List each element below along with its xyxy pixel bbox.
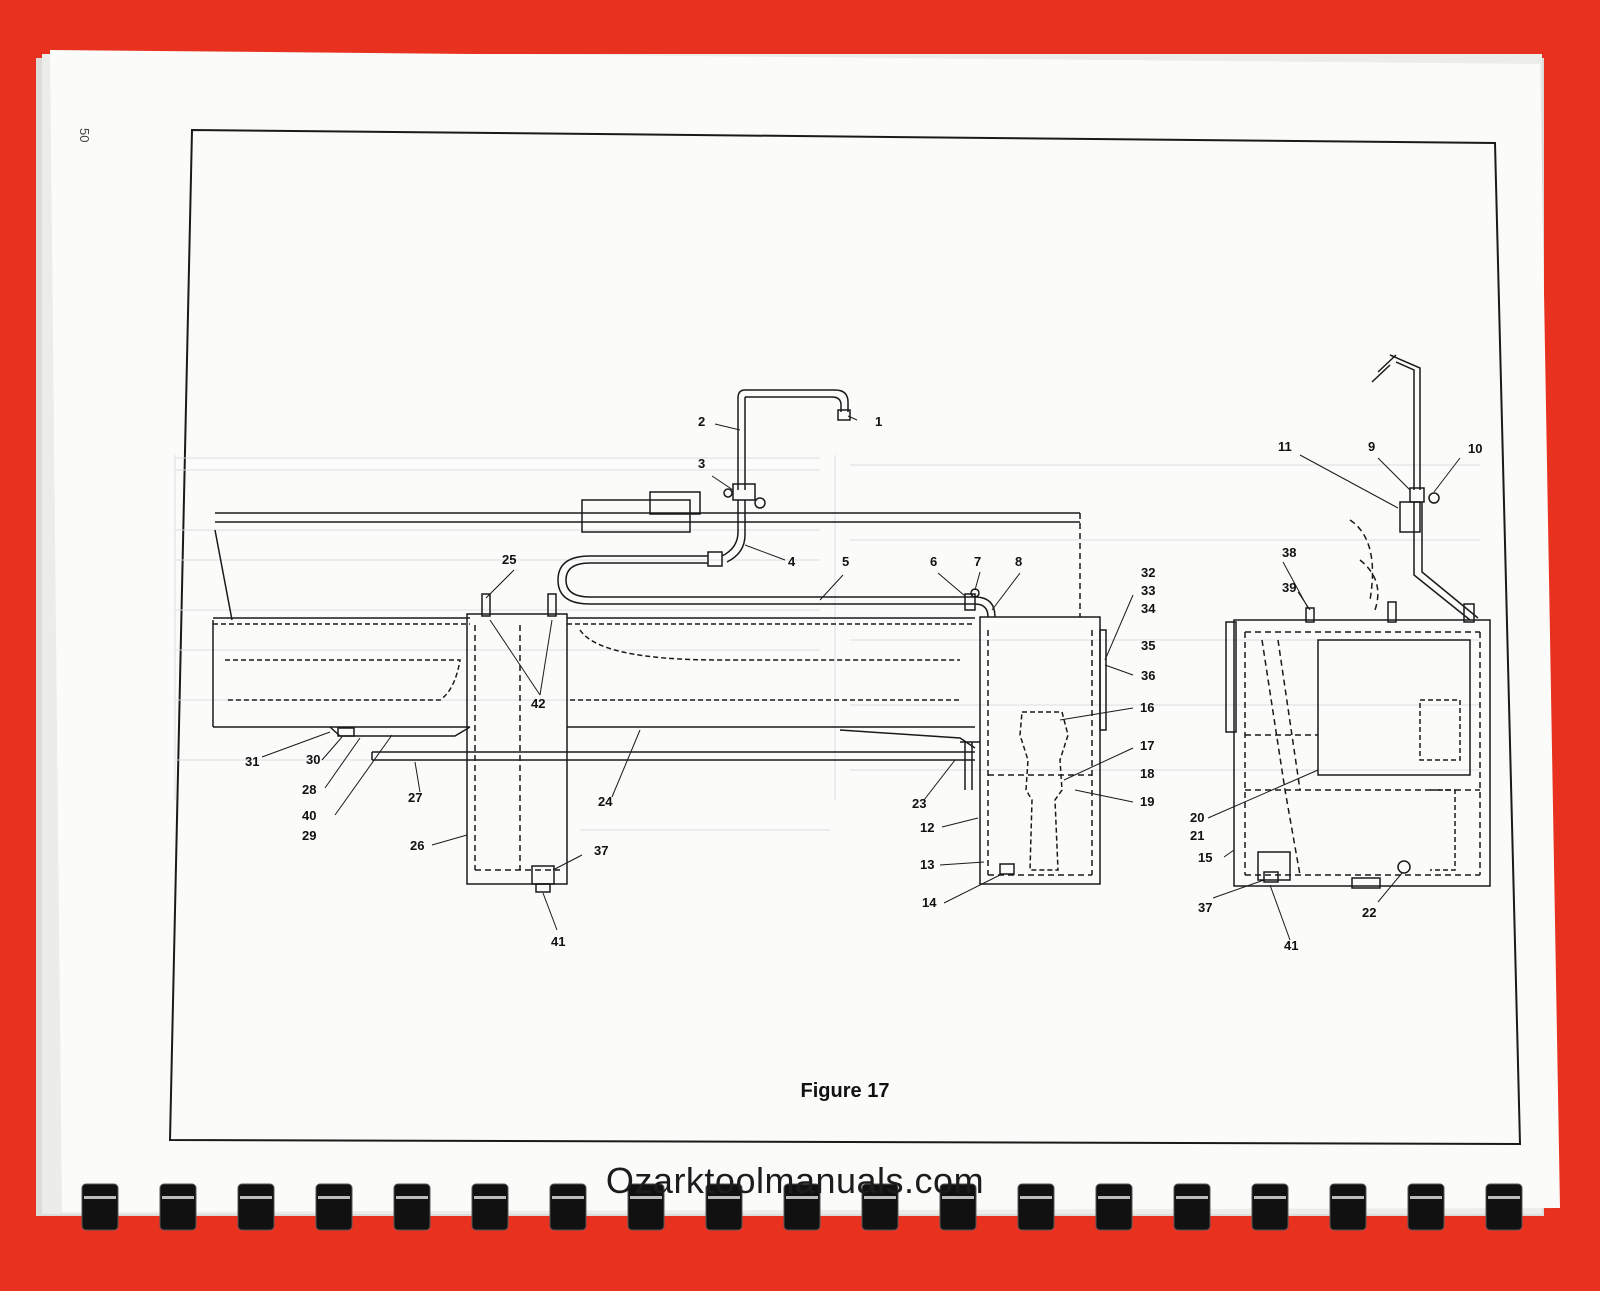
callout-23: 23 bbox=[912, 796, 926, 811]
callout-37: 37 bbox=[594, 843, 608, 858]
callout-17: 17 bbox=[1140, 738, 1154, 753]
callout-1: 1 bbox=[875, 414, 882, 429]
callout-12: 12 bbox=[920, 820, 934, 835]
machine-side-view bbox=[1225, 354, 1491, 889]
bleed-through bbox=[174, 455, 1480, 831]
callout-8: 8 bbox=[1015, 554, 1022, 569]
callout-11: 11 bbox=[1278, 439, 1292, 454]
callout-30: 30 bbox=[306, 752, 320, 767]
callout-33: 33 bbox=[1141, 583, 1155, 598]
callout-13: 13 bbox=[920, 857, 934, 872]
callout-14: 14 bbox=[922, 895, 937, 910]
callout-39: 39 bbox=[1282, 580, 1296, 595]
callout-7: 7 bbox=[974, 554, 981, 569]
callout-4: 4 bbox=[788, 554, 796, 569]
callout-21: 21 bbox=[1190, 828, 1204, 843]
callout-36: 36 bbox=[1141, 668, 1155, 683]
figure-frame bbox=[168, 128, 1522, 1146]
callout-31: 31 bbox=[245, 754, 259, 769]
callout-18: 18 bbox=[1140, 766, 1154, 781]
binding-highlights bbox=[84, 1196, 1520, 1199]
callout-41-side: 41 bbox=[1284, 938, 1298, 953]
callout-32: 32 bbox=[1141, 565, 1155, 580]
callout-6: 6 bbox=[930, 554, 937, 569]
machine-front-view bbox=[212, 389, 1107, 893]
callout-40: 40 bbox=[302, 808, 316, 823]
callout-41: 41 bbox=[551, 934, 565, 949]
callout-3: 3 bbox=[698, 456, 705, 471]
callout-5: 5 bbox=[842, 554, 849, 569]
callout-35: 35 bbox=[1141, 638, 1155, 653]
callout-42: 42 bbox=[531, 696, 545, 711]
callout-22: 22 bbox=[1362, 905, 1376, 920]
callout-37-side: 37 bbox=[1198, 900, 1212, 915]
callout-28: 28 bbox=[302, 782, 316, 797]
callout-34: 34 bbox=[1141, 601, 1156, 616]
callout-20: 20 bbox=[1190, 810, 1204, 825]
watermark-text: Ozarktoolmanuals.com bbox=[605, 1160, 985, 1201]
binding-rings bbox=[81, 1183, 1523, 1231]
callout-29: 29 bbox=[302, 828, 316, 843]
paper-sheet bbox=[50, 50, 1560, 1212]
leader-lines bbox=[261, 415, 1461, 941]
callout-labels: 1 2 3 4 5 6 7 8 9 10 11 12 13 14 15 16 1… bbox=[245, 414, 1482, 953]
callout-15: 15 bbox=[1198, 850, 1212, 865]
callout-27: 27 bbox=[408, 790, 422, 805]
callout-38: 38 bbox=[1282, 545, 1296, 560]
figure-caption: Figure 17 bbox=[800, 1080, 890, 1102]
callout-26: 26 bbox=[410, 838, 424, 853]
callout-16: 16 bbox=[1140, 700, 1154, 715]
callout-2: 2 bbox=[698, 414, 705, 429]
callout-25: 25 bbox=[502, 552, 516, 567]
page-number: 50 bbox=[77, 128, 92, 143]
callout-19: 19 bbox=[1140, 794, 1154, 809]
callout-10: 10 bbox=[1468, 441, 1482, 456]
callout-24: 24 bbox=[598, 794, 613, 809]
callout-9: 9 bbox=[1368, 439, 1375, 454]
